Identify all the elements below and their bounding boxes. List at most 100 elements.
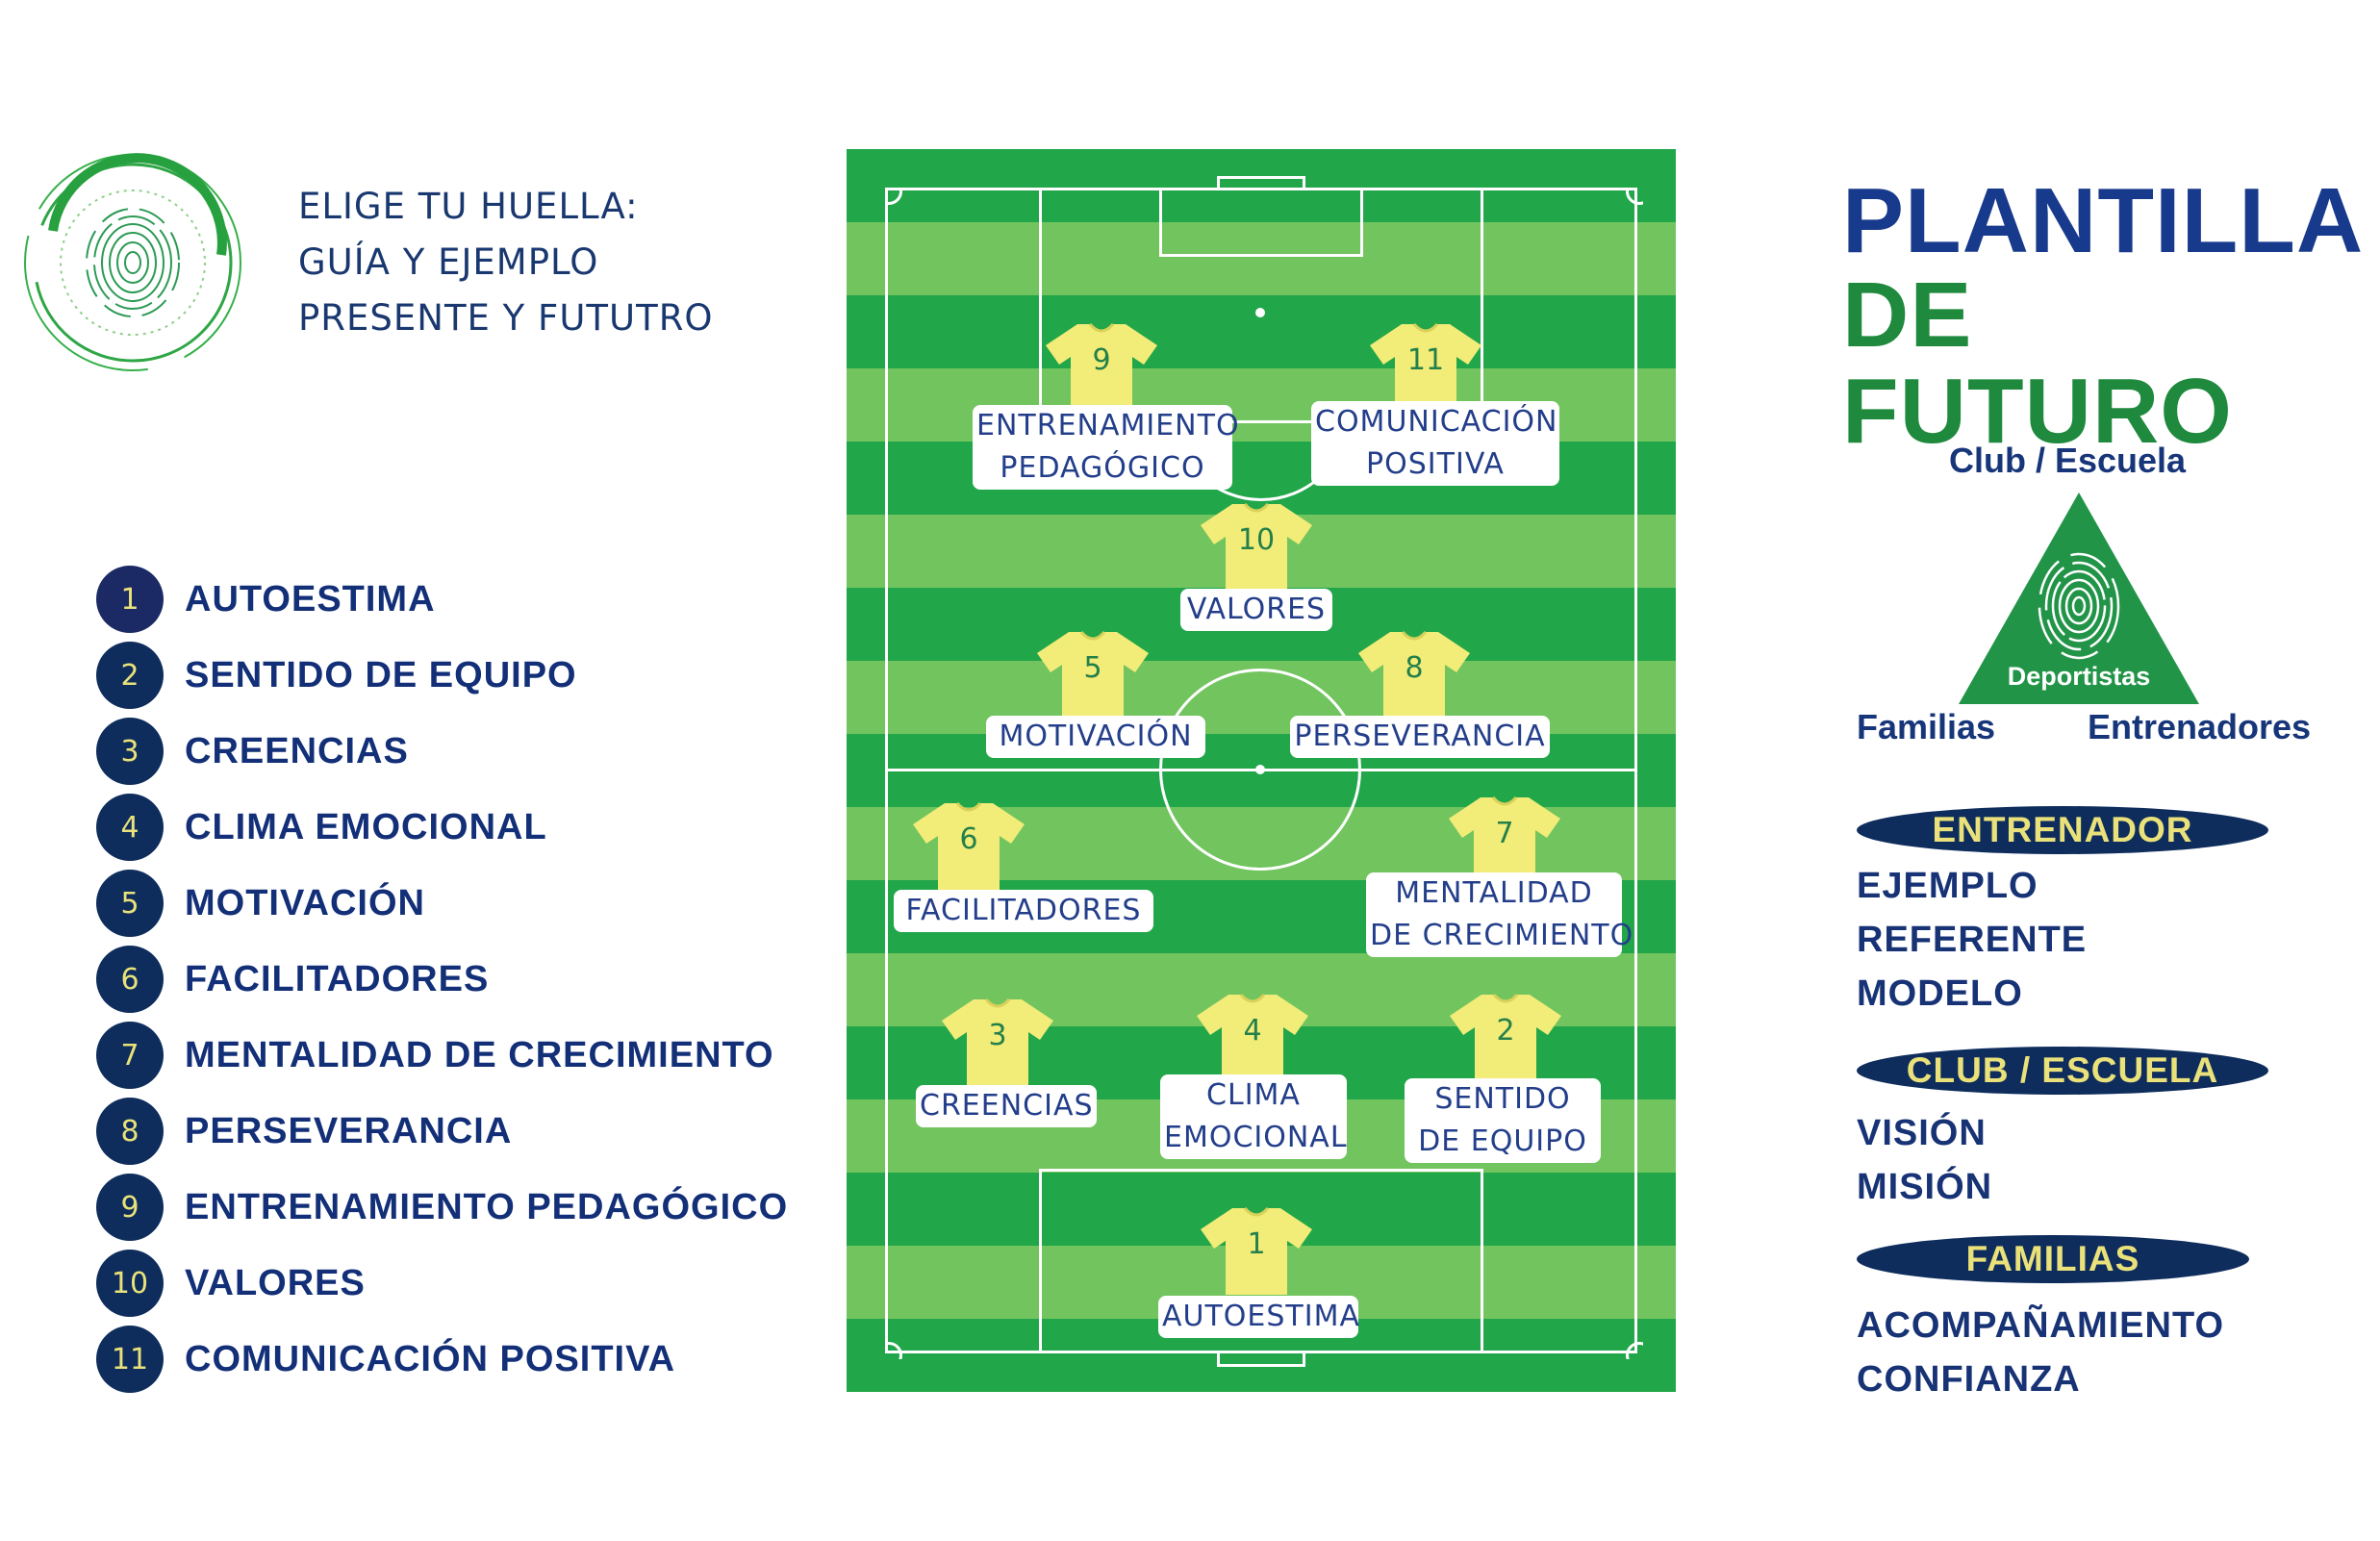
player-1: 1: [1199, 1204, 1314, 1297]
player-number: 8: [1405, 651, 1424, 685]
section-pill-entrenador: ENTRENADOR: [1857, 806, 2268, 854]
jersey-icon: [1450, 993, 1561, 1081]
label-line: FACILITADORES: [905, 894, 1142, 927]
legend-label: MOTIVACIÓN: [185, 882, 425, 923]
jersey-icon: [942, 998, 1053, 1086]
legend-item: 11 COMUNICACIÓN POSITIVA: [96, 1326, 675, 1393]
label-line: MENTALIDAD: [1395, 876, 1593, 910]
legend-label: SENTIDO DE EQUIPO: [185, 654, 577, 695]
label-line: CREENCIAS: [920, 1089, 1094, 1123]
list-item: ACOMPAÑAMIENTO: [1857, 1305, 2225, 1346]
jersey-icon: [1201, 1206, 1312, 1295]
entrenador-list: EJEMPLO REFERENTE MODELO: [1857, 859, 2087, 1021]
player-number: 1: [1247, 1227, 1266, 1261]
triangle-left-label: Familias: [1857, 707, 1996, 746]
section-pill-familias: FAMILIAS: [1857, 1235, 2249, 1283]
top-penalty-area: [1039, 188, 1483, 423]
number-badge: 6: [96, 946, 164, 1013]
legend-label: VALORES: [185, 1262, 366, 1303]
list-item: MISIÓN: [1857, 1167, 1993, 1207]
header-line-2: GUÍA Y EJEMPLO: [298, 241, 599, 283]
player-number: 3: [988, 1019, 1007, 1052]
player-number: 10: [1237, 523, 1276, 557]
player-11: 11: [1368, 320, 1483, 413]
number-badge: 2: [96, 642, 164, 709]
list-item: VISIÓN: [1857, 1113, 1987, 1153]
jersey-icon: [913, 801, 1025, 890]
number-badge: 10: [96, 1250, 164, 1317]
triangle-center-label: Deportistas: [2007, 662, 2151, 691]
player-number: 9: [1092, 343, 1111, 377]
player-label-8: PERSEVERANCIA: [1290, 716, 1550, 758]
logo: [19, 149, 245, 375]
number-badge: 4: [96, 794, 164, 861]
legend-label: MENTALIDAD DE CRECIMIENTO: [185, 1034, 774, 1075]
number-badge: 9: [96, 1174, 164, 1241]
label-line: DE CRECIMIENTO: [1370, 919, 1634, 952]
legend-label: COMUNICACIÓN POSITIVA: [185, 1338, 676, 1379]
section-pill-club: CLUB / ESCUELA: [1857, 1047, 2268, 1095]
top-goal: [1217, 176, 1305, 189]
player-6: 6: [911, 799, 1026, 892]
player-9: 9: [1044, 320, 1159, 413]
label-line: PEDAGÓGICO: [1000, 451, 1205, 485]
list-item: MODELO: [1857, 973, 2023, 1014]
legend-item: 7 MENTALIDAD DE CRECIMIENTO: [96, 1022, 774, 1089]
player-number: 6: [959, 822, 978, 856]
player-label-7: MENTALIDAD DE CRECIMIENTO: [1366, 872, 1634, 957]
legend-item: 1 AUTOESTIMA: [96, 566, 436, 633]
triangle-right-label: Entrenadores: [2088, 707, 2312, 746]
familias-list: ACOMPAÑAMIENTO CONFIANZA: [1857, 1299, 2224, 1406]
number-badge: 7: [96, 1022, 164, 1089]
label-line: ENTRENAMIENTO: [976, 409, 1240, 442]
player-7: 7: [1447, 794, 1562, 886]
player-label-3: CREENCIAS: [916, 1085, 1097, 1127]
legend-label: CREENCIAS: [185, 730, 409, 771]
number-badge: 11: [96, 1326, 164, 1393]
number-badge: 1: [96, 566, 164, 633]
number-badge: 5: [96, 870, 164, 937]
player-label-6: FACILITADORES: [894, 890, 1153, 932]
legend-label: PERSEVERANCIA: [185, 1110, 513, 1151]
corner-arc: [1626, 1342, 1643, 1359]
player-5: 5: [1035, 628, 1151, 720]
header-line-3: PRESENTE Y FUTUTRO: [298, 297, 714, 339]
jersey-icon: [1037, 630, 1149, 719]
player-10: 10: [1199, 500, 1314, 593]
player-2: 2: [1448, 991, 1563, 1083]
bottom-goal: [1217, 1353, 1305, 1367]
label-line: MOTIVACIÓN: [999, 720, 1193, 753]
list-item: EJEMPLO: [1857, 866, 2038, 906]
player-label-1: AUTOESTIMA: [1158, 1296, 1360, 1338]
triangle-top-label: Club / Escuela: [1949, 441, 2187, 480]
legend-label: AUTOESTIMA: [185, 578, 436, 619]
player-number: 2: [1496, 1014, 1515, 1048]
legend-label: CLIMA EMOCIONAL: [185, 806, 547, 847]
label-line: AUTOESTIMA: [1162, 1300, 1360, 1333]
label-line: POSITIVA: [1366, 447, 1505, 481]
corner-arc: [1626, 188, 1643, 205]
player-8: 8: [1356, 628, 1472, 720]
soccer-field: 9 ENTRENAMIENTO PEDAGÓGICO 11 COMUNICACI…: [847, 149, 1676, 1392]
player-number: 11: [1406, 343, 1445, 377]
fingerprint-logo-icon: [24, 153, 241, 371]
player-label-4: CLIMA EMOCIONAL: [1160, 1074, 1347, 1159]
label-line: CLIMA: [1206, 1078, 1301, 1112]
top-goal-area: [1159, 188, 1363, 257]
header-line-1: ELIGE TU HUELLA:: [298, 186, 639, 227]
jersey-icon: [1449, 796, 1560, 884]
center-spot: [1255, 765, 1265, 774]
corner-arc: [885, 1342, 902, 1359]
number-badge: 8: [96, 1098, 164, 1165]
label-line: EMOCIONAL: [1164, 1121, 1348, 1154]
label-line: PERSEVERANCIA: [1294, 720, 1546, 753]
legend-item: 5 MOTIVACIÓN: [96, 870, 425, 937]
list-item: CONFIANZA: [1857, 1359, 2081, 1400]
corner-arc: [885, 188, 902, 205]
center-circle: [1159, 669, 1361, 871]
label-line: VALORES: [1186, 593, 1327, 626]
title-line-2: DE FUTURO: [1842, 264, 2233, 463]
top-penalty-spot: [1255, 308, 1265, 317]
